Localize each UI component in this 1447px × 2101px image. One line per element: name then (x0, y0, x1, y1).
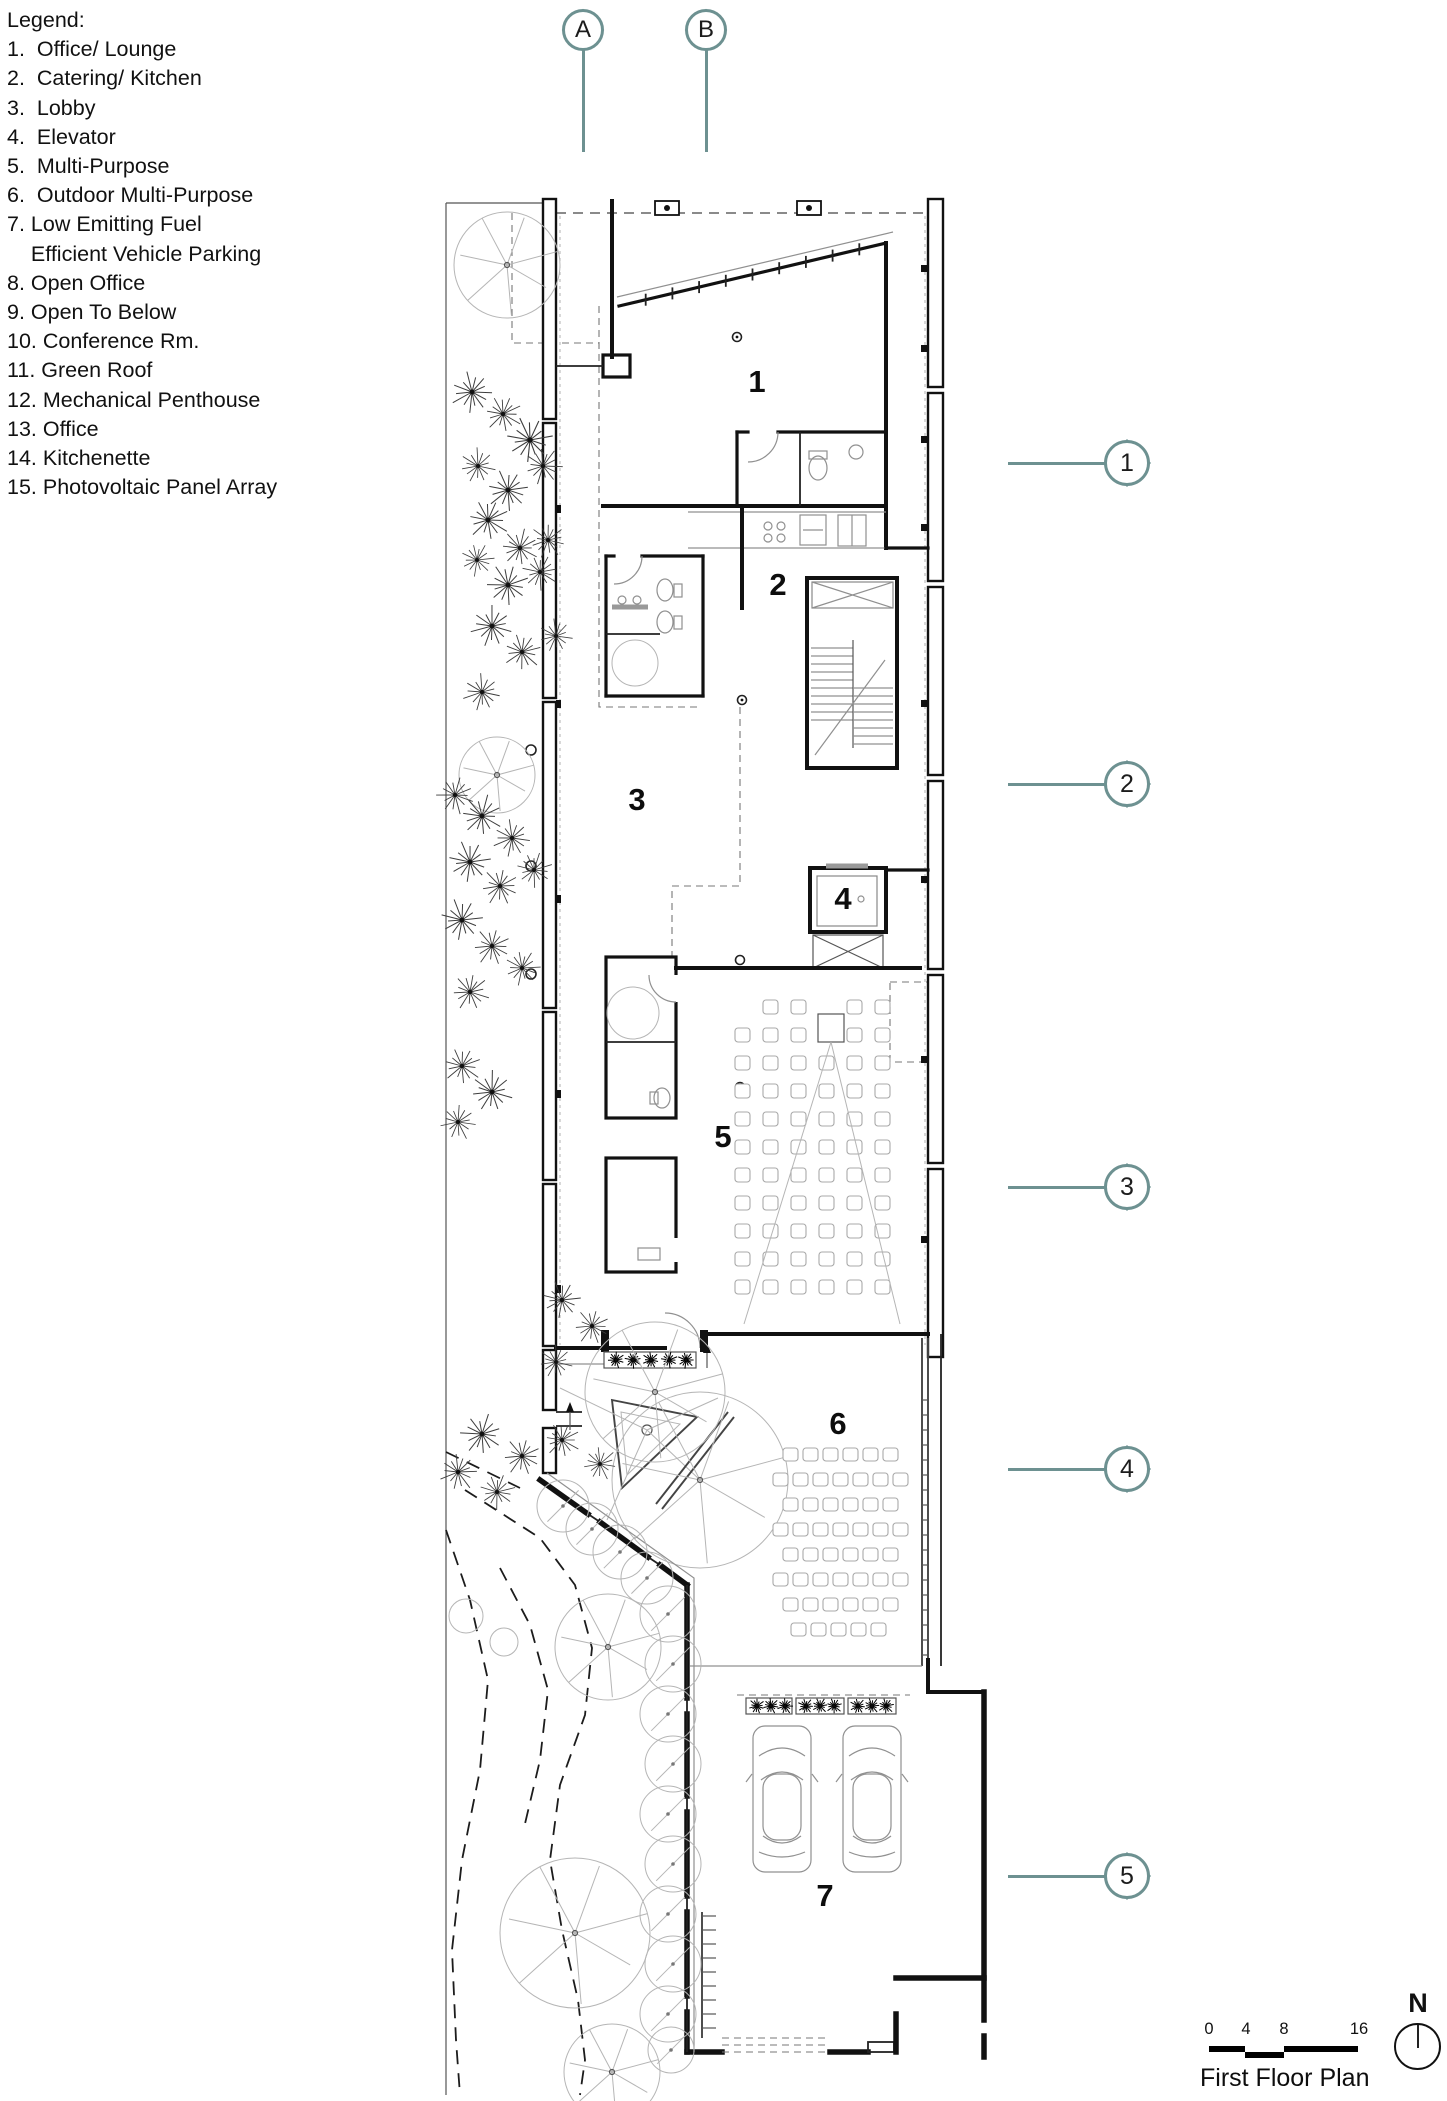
grid-marker-5-label: 5 (1120, 1861, 1134, 1890)
room-label-1: 1 (748, 364, 766, 399)
legend-item-2: 2. Catering/ Kitchen (7, 66, 202, 91)
legend-item-5: 5. Multi-Purpose (7, 154, 170, 179)
drawing-title: First Floor Plan (1200, 2064, 1370, 2092)
grid-marker-4: 4 (1104, 1446, 1150, 1492)
scale-bar-segment (1209, 2046, 1245, 2052)
grid-marker-1: 1 (1104, 440, 1150, 486)
scale-label-16: 16 (1349, 2020, 1369, 2038)
north-label: N (1408, 1988, 1428, 2018)
grid-marker-3: 3 (1104, 1164, 1150, 1210)
legend-item-9: 9. Open To Below (7, 300, 177, 325)
legend-item-1: 1. Office/ Lounge (7, 37, 177, 62)
room-label-4: 4 (834, 881, 852, 916)
grid-marker-1-label: 1 (1120, 448, 1134, 477)
legend-item-12: 12. Mechanical Penthouse (7, 387, 261, 412)
grid-line-1 (1008, 461, 1120, 465)
legend-item-8: 8. Open Office (7, 270, 146, 295)
room-label-2: 2 (769, 567, 787, 602)
grid-line-4 (1008, 1467, 1120, 1471)
legend-item-10: 10. Conference Rm. (7, 329, 200, 354)
room-label-5: 5 (714, 1119, 732, 1154)
section-marker-a-label: A (574, 16, 591, 43)
north-arrow-icon (1394, 2023, 1441, 2070)
grid-marker-2: 2 (1104, 761, 1150, 807)
legend-item-15: 15. Photovoltaic Panel Array (7, 475, 278, 500)
legend-item-6: 6. Outdoor Multi-Purpose (7, 183, 254, 208)
legend-item-11: 11. Green Roof (7, 358, 153, 383)
grid-marker-2-label: 2 (1120, 769, 1134, 798)
grid-line-5 (1008, 1874, 1120, 1878)
grid-marker-4-label: 4 (1120, 1454, 1134, 1483)
scale-label-0: 0 (1204, 2020, 1214, 2038)
scale-label-8: 8 (1279, 2020, 1289, 2038)
legend-item-4: 4. Elevator (7, 124, 116, 149)
legend-item-14: 14. Kitchenette (7, 446, 151, 471)
legend-item-7: 7. Low Emitting Fuel Efficient Vehicle P… (7, 212, 262, 266)
scale-label-4: 4 (1241, 2020, 1251, 2038)
grid-marker-3-label: 3 (1120, 1172, 1134, 1201)
north-arrow-needle (1417, 2025, 1419, 2048)
section-marker-b-label: B (697, 16, 714, 43)
grid-line-2 (1008, 782, 1120, 786)
legend-title: Legend: (7, 8, 85, 32)
scale-bar-segment (1245, 2052, 1284, 2058)
legend: Legend: 1. Office/ Lounge 2. Catering/ K… (7, 6, 277, 502)
room-label-3: 3 (628, 782, 646, 817)
grid-line-3 (1008, 1185, 1120, 1189)
section-marker-a: A (562, 9, 604, 51)
section-marker-b: B (685, 9, 727, 51)
legend-item-3: 3. Lobby (7, 95, 96, 120)
legend-item-13: 13. Office (7, 416, 99, 441)
grid-marker-5: 5 (1104, 1853, 1150, 1899)
scale-bar-segment (1284, 2046, 1358, 2052)
room-label-6: 6 (829, 1406, 847, 1441)
room-label-7: 7 (816, 1878, 834, 1913)
section-line-b (704, 50, 708, 152)
section-line-a (581, 50, 585, 152)
